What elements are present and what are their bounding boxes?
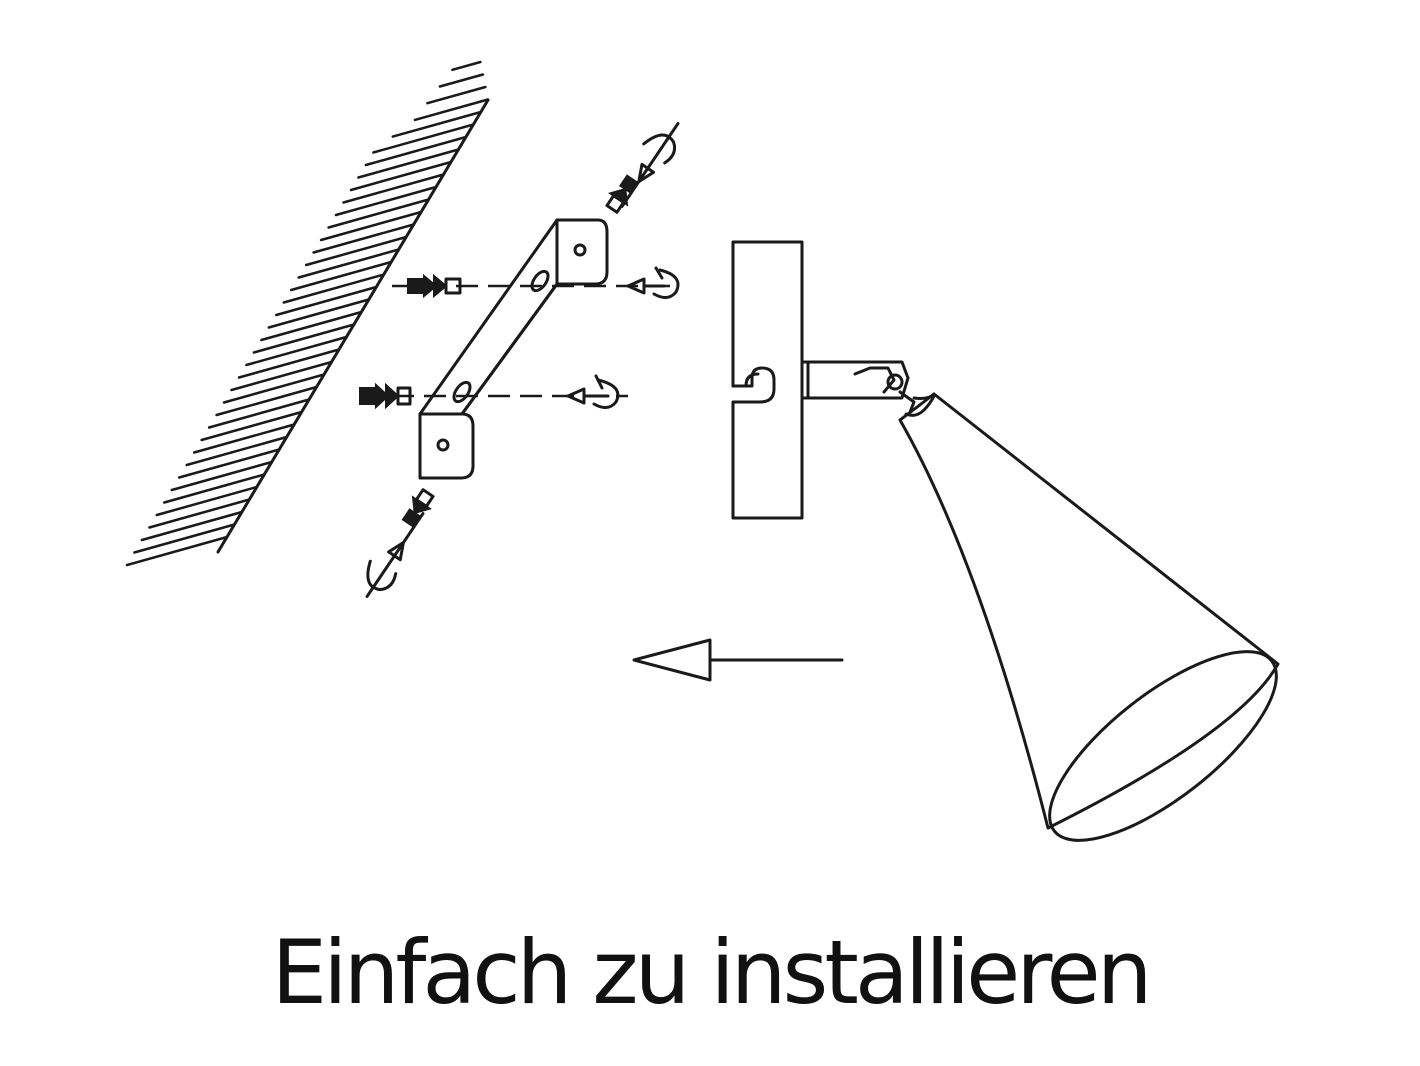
hatch-line: [200, 410, 303, 442]
hatch-line: [260, 310, 363, 342]
hatch-line: [372, 123, 475, 154]
hatch-line: [349, 160, 453, 192]
screw-icon: [566, 374, 620, 409]
hatch-line: [155, 485, 259, 517]
hatch-line: [312, 223, 415, 254]
hatch-line: [413, 98, 490, 122]
wall-plug-icon: [605, 174, 639, 214]
hatch-line: [267, 298, 371, 329]
hatch-line: [140, 510, 244, 542]
screw-icon: [626, 266, 680, 299]
hatch-line: [185, 435, 288, 467]
hatch-line: [342, 173, 445, 204]
hatch-line: [148, 498, 251, 529]
direction-arrow-icon: [632, 638, 844, 682]
wall-plug-icon: [359, 382, 412, 410]
hatch-line: [215, 385, 318, 417]
hatch-line: [289, 260, 393, 292]
hatch-line: [426, 85, 487, 105]
hatch-line: [237, 348, 341, 379]
hatch-line: [252, 323, 356, 354]
hatch-line: [364, 135, 468, 167]
wall-hatch: [125, 60, 490, 567]
mounting-bracket: [418, 218, 609, 480]
wall-plug-icon: [407, 273, 462, 299]
hatch-line: [275, 285, 378, 317]
hatch-line: [207, 398, 311, 429]
hatch-line: [438, 73, 485, 88]
hatch-line: [245, 335, 348, 367]
hatch-line: [177, 448, 281, 479]
lamp-shade: [898, 392, 1280, 842]
hatch-line: [192, 423, 296, 454]
lamp-arm: [800, 360, 936, 422]
hatch-line: [334, 185, 438, 217]
hatch-line: [125, 535, 229, 567]
hatch-line: [230, 360, 333, 392]
hatch-line: [319, 210, 423, 242]
hatch-line: [297, 248, 400, 279]
hatch-line: [282, 273, 386, 304]
hatch-line: [163, 473, 266, 504]
hatch-line: [170, 460, 274, 492]
hatch-line: [327, 198, 430, 229]
hatch-line: [133, 523, 236, 554]
wall-plug-icon: [401, 488, 435, 528]
lamp-base-plate: [731, 240, 804, 520]
caption-text: Einfach zu installieren: [271, 921, 1153, 1024]
hatch-line: [357, 148, 460, 179]
hatch-line: [222, 373, 326, 404]
hatch-line: [391, 110, 483, 138]
hatch-line: [304, 235, 408, 267]
hatch-line: [451, 60, 482, 72]
screw-icon: [365, 512, 425, 598]
installation-diagram: [125, 60, 1280, 842]
